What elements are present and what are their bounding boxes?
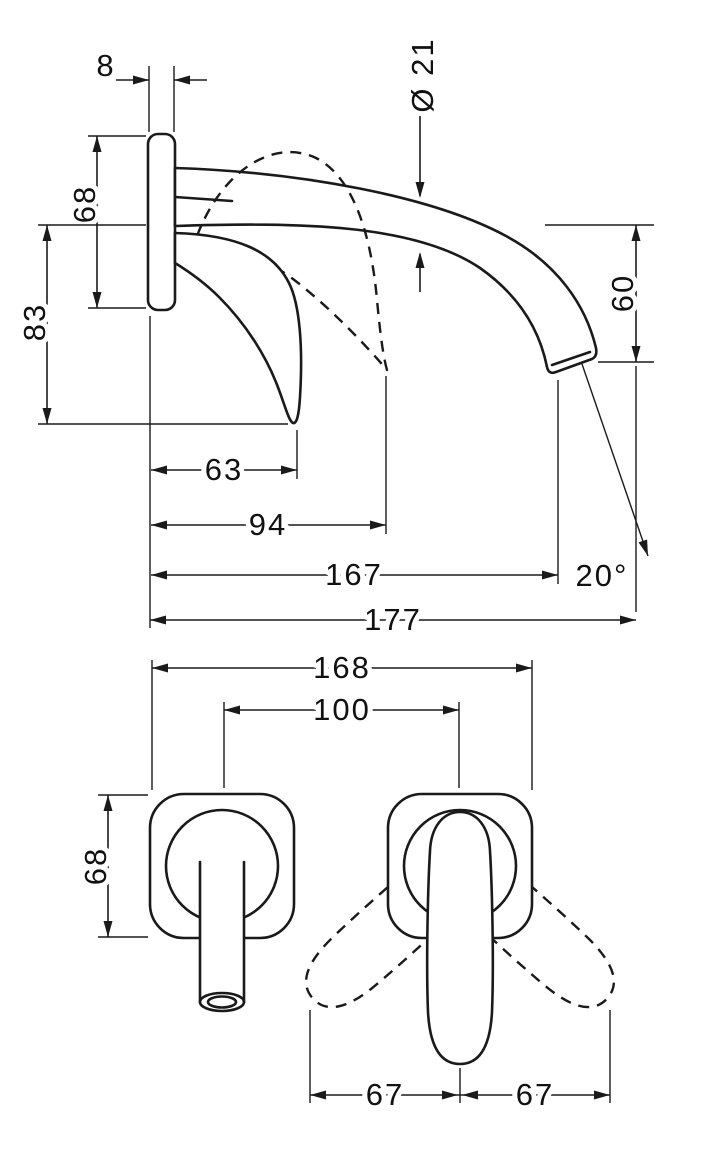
spout-aerator-opening bbox=[206, 995, 238, 1009]
arrowhead bbox=[152, 663, 168, 673]
arrowhead bbox=[542, 570, 558, 580]
dim-label-168: 168 bbox=[313, 650, 371, 685]
front-view: 168 100 bbox=[73, 645, 616, 1117]
handle-front bbox=[425, 810, 495, 1066]
dim-handle-projection: 63 bbox=[151, 430, 298, 492]
arrowhead bbox=[631, 225, 641, 241]
arrowhead bbox=[462, 1090, 478, 1100]
dim-overall-width: 168 bbox=[151, 645, 533, 790]
dim-label-94: 94 bbox=[249, 507, 287, 542]
spout-tube-sides bbox=[198, 860, 246, 1004]
arrowhead bbox=[92, 292, 102, 308]
handle-unit-front bbox=[386, 792, 534, 1066]
dim-label-167: 167 bbox=[325, 557, 383, 592]
arrowhead bbox=[103, 921, 113, 937]
dim-spout-fall-height: 60 bbox=[545, 224, 654, 363]
dim-label-68-front: 68 bbox=[78, 847, 113, 885]
dim-plate-thickness: 8 bbox=[91, 43, 207, 132]
arrowhead bbox=[224, 705, 240, 715]
wall-plate-side bbox=[146, 132, 177, 312]
arrowhead bbox=[415, 252, 425, 268]
dim-label-100: 100 bbox=[313, 692, 371, 727]
arrowhead bbox=[151, 520, 167, 530]
extension-lines bbox=[223, 702, 460, 788]
dim-total-projection: 177 bbox=[150, 366, 637, 642]
handle-side bbox=[173, 231, 303, 425]
dim-spout-angle: 20° bbox=[571, 363, 649, 598]
arrowhead bbox=[281, 465, 297, 475]
arrowhead bbox=[103, 795, 113, 811]
spout-side bbox=[173, 166, 598, 375]
arrowhead bbox=[638, 539, 648, 556]
arrowhead bbox=[631, 346, 641, 362]
dim-label-63: 63 bbox=[205, 452, 243, 487]
dim-label-20deg: 20° bbox=[576, 558, 629, 593]
extension-lines bbox=[38, 224, 288, 425]
extension-lines bbox=[148, 66, 175, 132]
arrowhead bbox=[594, 1090, 610, 1100]
arrowhead bbox=[415, 182, 425, 198]
arrowhead bbox=[370, 520, 386, 530]
dim-label-67-right: 67 bbox=[516, 1077, 554, 1112]
dim-label-67-left: 67 bbox=[366, 1077, 404, 1112]
dim-wall-to-handle-height: 83 bbox=[12, 224, 288, 425]
dim-spout-outlet-projection: 167 bbox=[151, 380, 559, 597]
arrowhead bbox=[133, 75, 149, 85]
dim-label-83: 83 bbox=[17, 303, 52, 341]
arrowhead bbox=[310, 1090, 326, 1100]
arrowhead bbox=[151, 570, 167, 580]
dim-label-plate-height: 68 bbox=[67, 185, 102, 223]
dim-handle-swing: 67 67 bbox=[309, 1010, 611, 1117]
arrowhead bbox=[442, 1090, 458, 1100]
spout-outlet-lip bbox=[550, 350, 592, 367]
dim-label-plate-thickness: 8 bbox=[96, 48, 115, 83]
arrowhead bbox=[150, 615, 166, 625]
spout-unit-front bbox=[148, 792, 296, 1013]
arrowhead bbox=[42, 225, 52, 241]
dim-plate-height-front: 68 bbox=[73, 794, 148, 938]
dim-label-spout-diameter: Ø 21 bbox=[405, 37, 440, 112]
spout-tube-fill bbox=[201, 862, 243, 1002]
arrowhead bbox=[92, 136, 102, 152]
dim-handle-open-projection: 94 bbox=[151, 376, 387, 547]
extension-lines bbox=[98, 794, 148, 938]
arrowhead bbox=[620, 615, 636, 625]
dim-label-60: 60 bbox=[605, 274, 640, 312]
extension-lines bbox=[151, 660, 533, 790]
extension-lines bbox=[309, 1010, 611, 1103]
arrowhead bbox=[516, 663, 532, 673]
angle-reference-line bbox=[581, 363, 649, 557]
arrowhead bbox=[443, 705, 459, 715]
side-view: 8 Ø 21 68 83 bbox=[12, 32, 654, 642]
arrowhead bbox=[174, 75, 190, 85]
arrowhead bbox=[42, 408, 52, 424]
dim-hole-center-distance: 100 bbox=[223, 687, 460, 788]
arrowhead bbox=[151, 465, 167, 475]
dim-plate-height-side: 68 bbox=[62, 135, 146, 309]
dim-label-177: 177 bbox=[364, 602, 422, 637]
dim-spout-diameter: Ø 21 bbox=[400, 32, 445, 292]
